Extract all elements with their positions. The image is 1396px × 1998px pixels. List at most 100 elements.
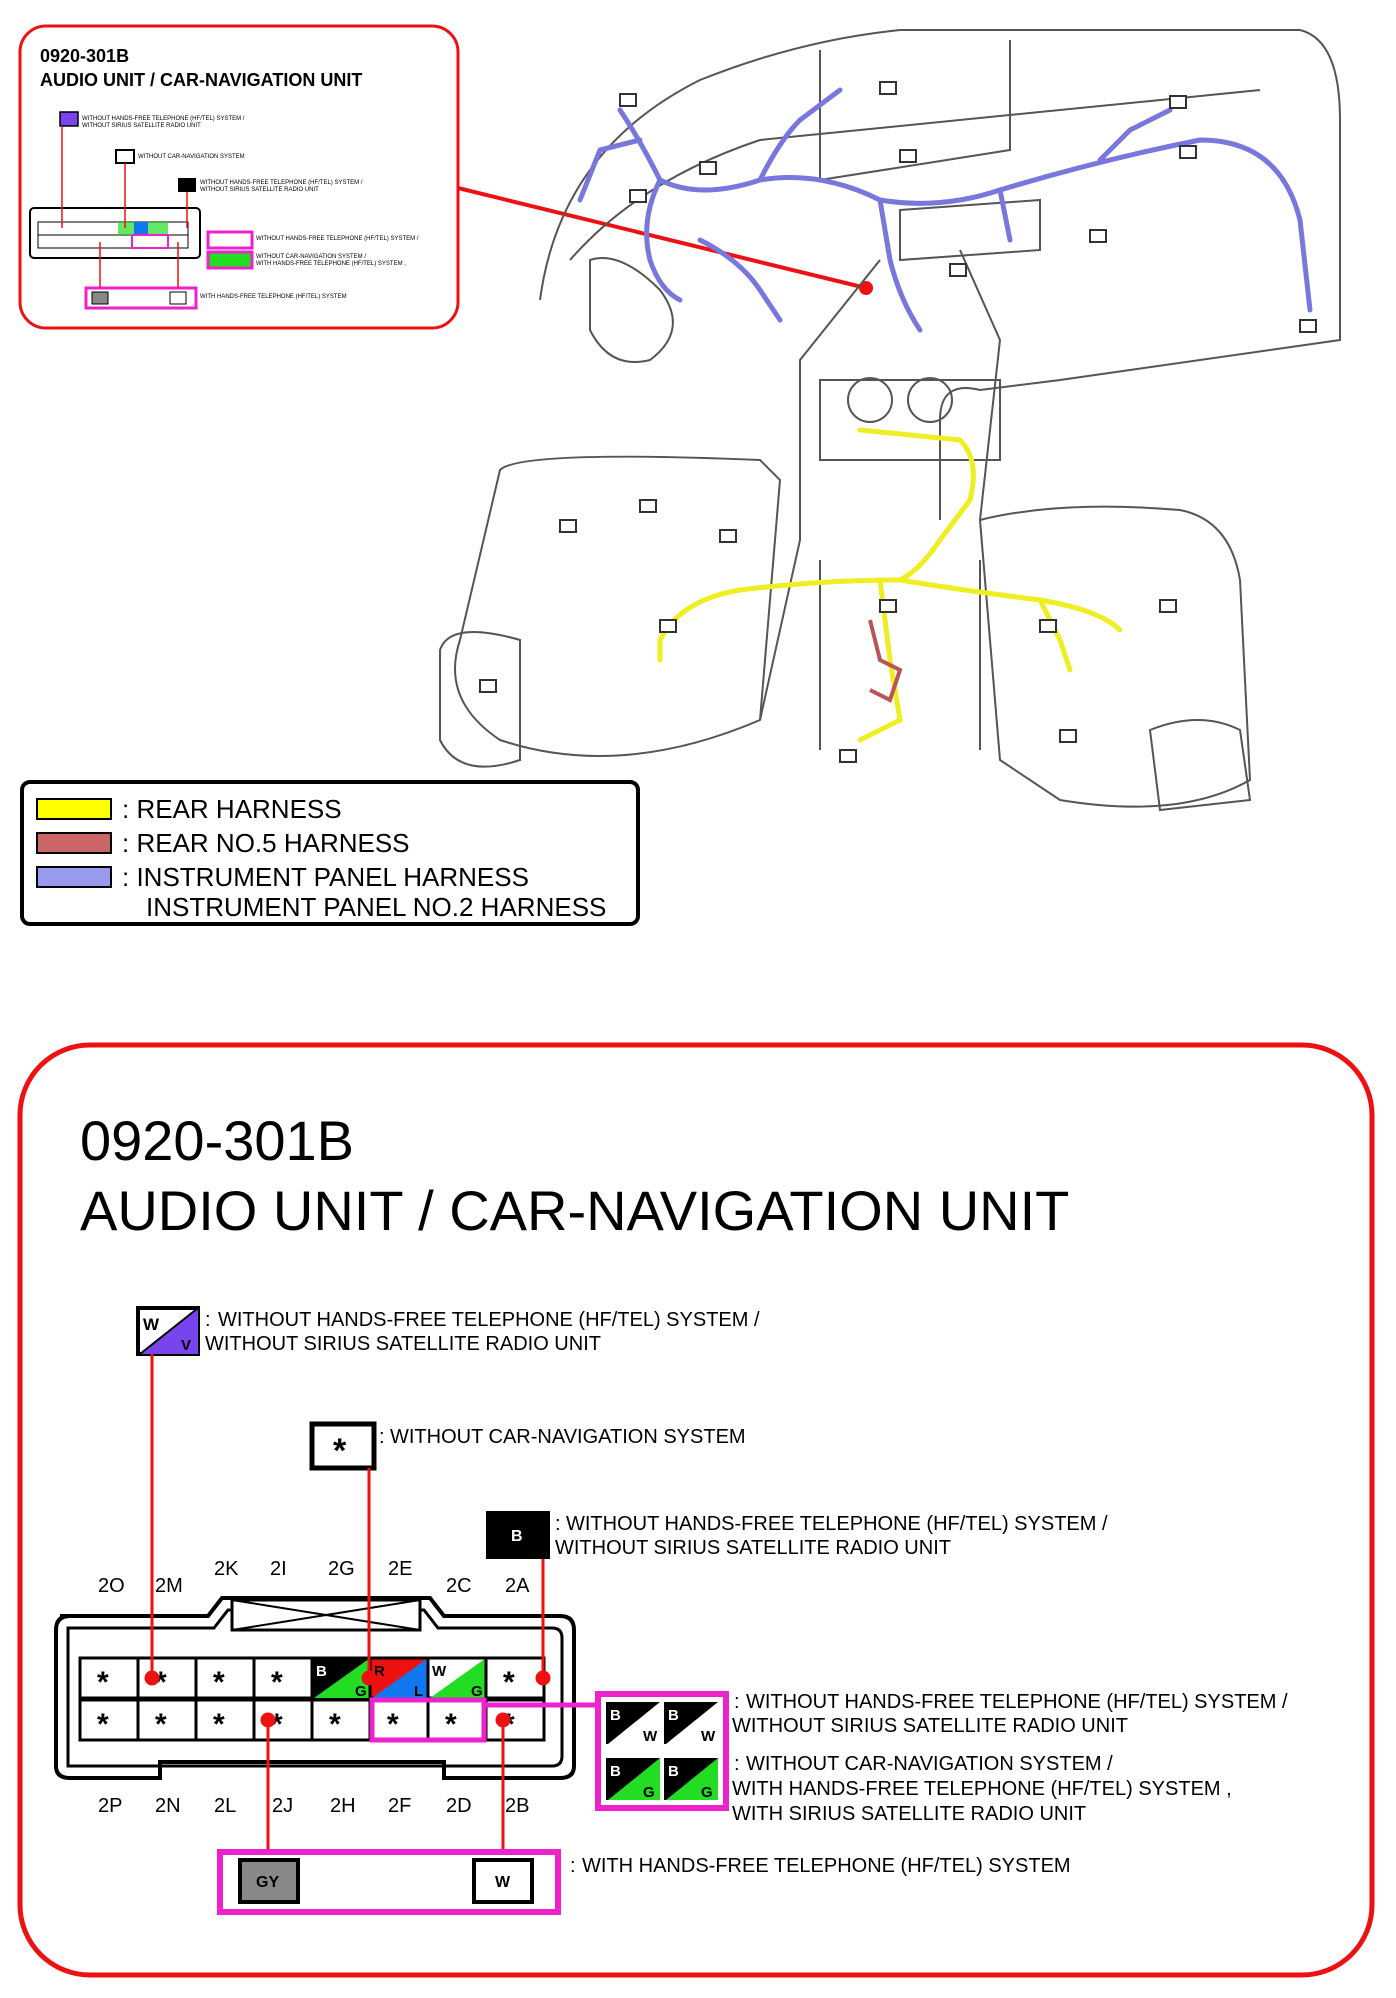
svg-text:*: * <box>329 1708 341 1741</box>
svg-text:B: B <box>668 1707 679 1724</box>
svg-text:2A: 2A <box>505 1575 530 1597</box>
svg-text:0920-301B: 0920-301B <box>40 46 129 66</box>
svg-text:R: R <box>374 1663 385 1680</box>
svg-text:W: W <box>432 1663 447 1680</box>
svg-text:WITHOUT SIRIUS SATELLITE RADIO: WITHOUT SIRIUS SATELLITE RADIO UNIT <box>200 187 319 193</box>
svg-text:B: B <box>511 1528 523 1545</box>
connector-name: AUDIO UNIT / CAR-NAVIGATION UNIT <box>80 1179 1069 1242</box>
svg-text::: : <box>379 1426 385 1448</box>
svg-text:GY: GY <box>256 1874 279 1891</box>
svg-text:G: G <box>701 1784 713 1801</box>
pin-labels-top: 2O 2M 2K 2I 2G 2E 2C 2A <box>98 1558 530 1597</box>
hf-tel-option: GY W : WITH HANDS-FREE TELEPHONE (HF/TEL… <box>217 1849 1071 1915</box>
svg-text:WITHOUT HANDS-FREE TELEPHONE (: WITHOUT HANDS-FREE TELEPHONE (HF/TEL) SY… <box>82 116 245 122</box>
bw-note-line2: WITHOUT SIRIUS SATELLITE RADIO UNIT <box>732 1715 1128 1737</box>
bw-bg-options: B W B W B G B G : WITHOUT HANDS-FREE TEL… <box>595 1691 1288 1825</box>
svg-text:*: * <box>155 1708 167 1741</box>
svg-text::: : <box>734 1691 740 1713</box>
svg-text:2H: 2H <box>330 1795 356 1817</box>
svg-text:2J: 2J <box>272 1795 293 1817</box>
legend-label: INSTRUMENT PANEL HARNESS <box>136 861 529 892</box>
svg-text:W: W <box>701 1728 716 1745</box>
svg-text:2D: 2D <box>446 1795 472 1817</box>
legend-label: REAR HARNESS <box>136 793 342 824</box>
legend-item: INSTRUMENT PANEL NO.2 HARNESS <box>146 892 606 922</box>
legend-label: INSTRUMENT PANEL NO.2 HARNESS <box>146 891 607 922</box>
b-note-line1: WITHOUT HANDS-FREE TELEPHONE (HF/TEL) SY… <box>566 1513 1108 1535</box>
svg-text:V: V <box>181 1337 191 1354</box>
bg-note-line3: WITH SIRIUS SATELLITE RADIO UNIT <box>732 1803 1086 1825</box>
svg-text:B: B <box>610 1707 621 1724</box>
connector-code: 0920-301B <box>80 1109 354 1172</box>
svg-text:W: W <box>143 1315 160 1334</box>
svg-text:WITHOUT CAR-NAVIGATION SYSTEM: WITHOUT CAR-NAVIGATION SYSTEM / <box>256 254 366 260</box>
svg-text:*: * <box>503 1666 515 1699</box>
harness-connectors <box>479 81 1317 763</box>
large-connector-callout: 0920-301B AUDIO UNIT / CAR-NAVIGATION UN… <box>17 1042 1375 1978</box>
svg-text:*: * <box>213 1666 225 1699</box>
svg-text::: : <box>205 1309 211 1331</box>
legend-item: : REAR NO.5 HARNESS <box>36 828 410 858</box>
connector-location-dot <box>859 281 873 295</box>
legend-item: : REAR HARNESS <box>36 794 342 824</box>
rear-no5-harness <box>868 619 903 703</box>
small-connector-callout: 0920-301B AUDIO UNIT / CAR-NAVIGATION UN… <box>18 24 460 330</box>
svg-text:*: * <box>333 1432 347 1470</box>
svg-text:G: G <box>355 1683 367 1700</box>
bg-note-line2: WITH HANDS-FREE TELEPHONE (HF/TEL) SYSTE… <box>732 1778 1232 1800</box>
svg-text::: : <box>734 1753 740 1775</box>
harness-legend: : REAR HARNESS : REAR NO.5 HARNESS : INS… <box>20 780 640 926</box>
vehicle-interior-drawing <box>439 29 1341 812</box>
svg-text:2M: 2M <box>155 1575 183 1597</box>
wv-note: W V : WITHOUT HANDS-FREE TELEPHONE (HF/T… <box>136 1306 760 1356</box>
legend-label: REAR NO.5 HARNESS <box>136 827 410 858</box>
svg-text:WITH HANDS-FREE TELEPHONE (HF/: WITH HANDS-FREE TELEPHONE (HF/TEL) SYSTE… <box>256 261 406 267</box>
svg-text:2B: 2B <box>505 1795 529 1817</box>
svg-text::: : <box>555 1513 561 1535</box>
svg-text:*: * <box>213 1708 225 1741</box>
legend-swatch-rear-no5 <box>36 832 112 854</box>
svg-text:2N: 2N <box>155 1795 181 1817</box>
svg-text:W: W <box>495 1874 511 1891</box>
rear-harness <box>657 427 1123 743</box>
legend-swatch-instrument-panel <box>36 866 112 888</box>
svg-text:G: G <box>643 1784 655 1801</box>
svg-text:B: B <box>668 1763 679 1780</box>
svg-text:B: B <box>610 1763 621 1780</box>
svg-text:WITHOUT HANDS-FREE TELEPHONE (: WITHOUT HANDS-FREE TELEPHONE (HF/TEL) SY… <box>256 236 419 242</box>
svg-text:WITH HANDS-FREE TELEPHONE (HF/: WITH HANDS-FREE TELEPHONE (HF/TEL) SYSTE… <box>200 294 347 300</box>
wv-note-line2: WITHOUT SIRIUS SATELLITE RADIO UNIT <box>205 1333 601 1355</box>
svg-text:2P: 2P <box>98 1795 122 1817</box>
legend-item: : INSTRUMENT PANEL HARNESS <box>36 862 529 892</box>
instrument-panel-harness <box>577 87 1313 333</box>
svg-text:2O: 2O <box>98 1575 125 1597</box>
svg-text:B: B <box>316 1663 327 1680</box>
wv-note-line1: WITHOUT HANDS-FREE TELEPHONE (HF/TEL) SY… <box>218 1309 760 1331</box>
svg-text:WITHOUT SIRIUS SATELLITE RADIO: WITHOUT SIRIUS SATELLITE RADIO UNIT <box>82 123 201 129</box>
svg-text:2E: 2E <box>388 1558 412 1580</box>
svg-text:*: * <box>387 1708 399 1741</box>
b-note: B : WITHOUT HANDS-FREE TELEPHONE (HF/TEL… <box>486 1511 1108 1559</box>
svg-text:*: * <box>97 1666 109 1699</box>
bw-note-line1: WITHOUT HANDS-FREE TELEPHONE (HF/TEL) SY… <box>746 1691 1288 1713</box>
svg-text:*: * <box>97 1708 109 1741</box>
svg-text:*: * <box>445 1708 457 1741</box>
svg-text:2F: 2F <box>388 1795 411 1817</box>
legend-swatch-rear <box>36 798 112 820</box>
pin-labels-bottom: 2P 2N 2L 2J 2H 2F 2D 2B <box>98 1795 529 1817</box>
svg-text:2K: 2K <box>214 1558 239 1580</box>
svg-text:AUDIO UNIT / CAR-NAVIGATION UN: AUDIO UNIT / CAR-NAVIGATION UNIT <box>40 70 362 90</box>
svg-text:2G: 2G <box>328 1558 355 1580</box>
svg-text:W: W <box>643 1728 658 1745</box>
svg-text:WITHOUT HANDS-FREE TELEPHONE (: WITHOUT HANDS-FREE TELEPHONE (HF/TEL) SY… <box>200 180 363 186</box>
cavities-bottom: * * * * * * * * <box>78 1697 546 1743</box>
svg-text:WITHOUT CAR-NAVIGATION SYSTEM: WITHOUT CAR-NAVIGATION SYSTEM <box>138 154 245 160</box>
star-note-text: WITHOUT CAR-NAVIGATION SYSTEM <box>390 1426 746 1448</box>
svg-text:2I: 2I <box>270 1558 287 1580</box>
svg-text:2C: 2C <box>446 1575 472 1597</box>
hf-note-text: WITH HANDS-FREE TELEPHONE (HF/TEL) SYSTE… <box>582 1855 1071 1877</box>
star-note: * : WITHOUT CAR-NAVIGATION SYSTEM <box>309 1421 746 1471</box>
pointer-line <box>457 186 867 290</box>
svg-text:G: G <box>471 1683 483 1700</box>
